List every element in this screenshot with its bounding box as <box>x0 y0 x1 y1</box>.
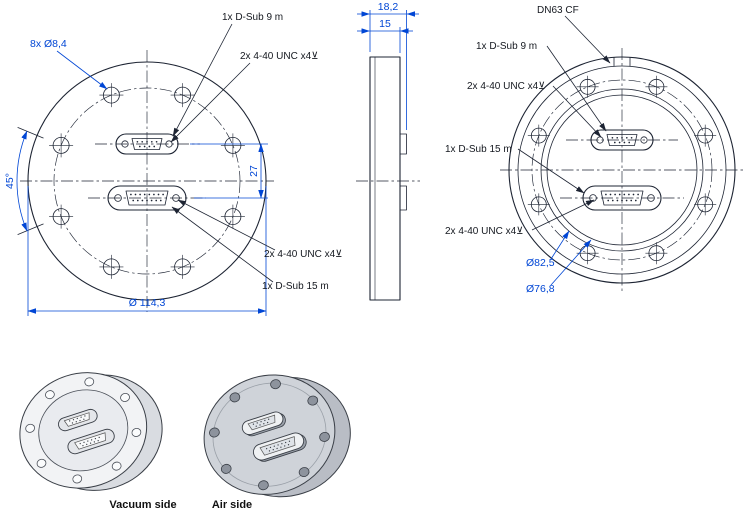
iso-air-side <box>203 374 351 498</box>
front-dsub9-connector <box>115 133 179 155</box>
rear-dsub15-label: 1x D-Sub 15 m <box>445 144 512 155</box>
rear-recess-circle <box>540 88 704 252</box>
front-diameter-dimension: Ø 114,3 <box>27 186 267 316</box>
iso-vacuum-dsub9 <box>58 408 98 432</box>
rear-dsub9-connector <box>590 129 654 151</box>
rear-bolt-holes <box>527 75 717 265</box>
iso-vacuum-side <box>19 372 163 491</box>
rear-dsub15-connector <box>582 185 662 211</box>
bore-diameter-dim-text: Ø76,8 <box>526 283 555 295</box>
iso-air-dsub9 <box>241 411 286 437</box>
side-view: 18,2 15 <box>356 1 420 301</box>
side-flange-thickness-dimension: 15 <box>357 18 413 53</box>
spacing-dim-text: 27 <box>248 165 260 177</box>
front-angle-dimension: 45° <box>4 127 44 235</box>
front-bolt-holes <box>49 83 245 279</box>
rear-rim-circle <box>517 65 727 275</box>
air-side-caption: Air side <box>212 499 252 511</box>
bolt-holes-label: 8x Ø8,4 <box>30 38 67 50</box>
front-flange-outline <box>27 61 267 301</box>
iso-air-dsub15 <box>252 432 307 462</box>
front-dsub9-label: 1x D-Sub 9 m <box>222 12 283 23</box>
rear-rim-edge-lines <box>613 57 631 67</box>
side-dsub9-shell <box>399 133 407 155</box>
recess-diameter-dim-text: Ø82,5 <box>526 257 555 269</box>
rear-bore-circle <box>546 94 698 246</box>
angle-dim-text: 45° <box>4 173 16 189</box>
iso-air-bolt-holes <box>209 379 330 491</box>
flange-thickness-dim-text: 15 <box>379 18 391 30</box>
rear-view: DN63 CF 1x D-Sub 9 m 2x 4-40 UNC x4⊻ 1x … <box>445 5 744 295</box>
side-flange-body <box>369 56 401 301</box>
front-unc-bottom-label: 2x 4-40 UNC x4⊻ <box>264 249 342 260</box>
front-view: 45° 27 Ø 114,3 8x Ø8,4 1x D-Sub 9 m 2x 4… <box>4 12 342 316</box>
iso-vacuum-bolt-holes <box>25 377 142 484</box>
flange-standard-label: DN63 CF <box>537 5 579 16</box>
rear-flange-outline <box>508 56 736 284</box>
rear-annotations: DN63 CF 1x D-Sub 9 m 2x 4-40 UNC x4⊻ 1x … <box>445 5 611 295</box>
front-dsub15-label: 1x D-Sub 15 m <box>262 281 329 292</box>
rear-bolt-circle-centerline <box>531 79 713 261</box>
rear-dsub9-label: 1x D-Sub 9 m <box>476 41 537 52</box>
iso-vacuum-dsub15 <box>67 428 115 455</box>
front-bolt-circle-centerline <box>53 87 241 275</box>
front-annotations: 8x Ø8,4 1x D-Sub 9 m 2x 4-40 UNC x4⊻ 2x … <box>30 12 342 292</box>
rear-unc-bottom-label: 2x 4-40 UNC x4⊻ <box>445 226 523 237</box>
front-spacing-dimension: 27 <box>190 143 268 199</box>
outer-diameter-dim-text: Ø 114,3 <box>129 297 166 309</box>
side-dsub15-shell <box>399 185 407 211</box>
rear-unc-top-label: 2x 4-40 UNC x4⊻ <box>467 81 545 92</box>
vacuum-side-caption: Vacuum side <box>109 499 176 511</box>
overall-thickness-dim-text: 18,2 <box>378 1 399 13</box>
front-dsub15-connector <box>107 185 187 211</box>
front-unc-top-label: 2x 4-40 UNC x4⊻ <box>240 51 318 62</box>
